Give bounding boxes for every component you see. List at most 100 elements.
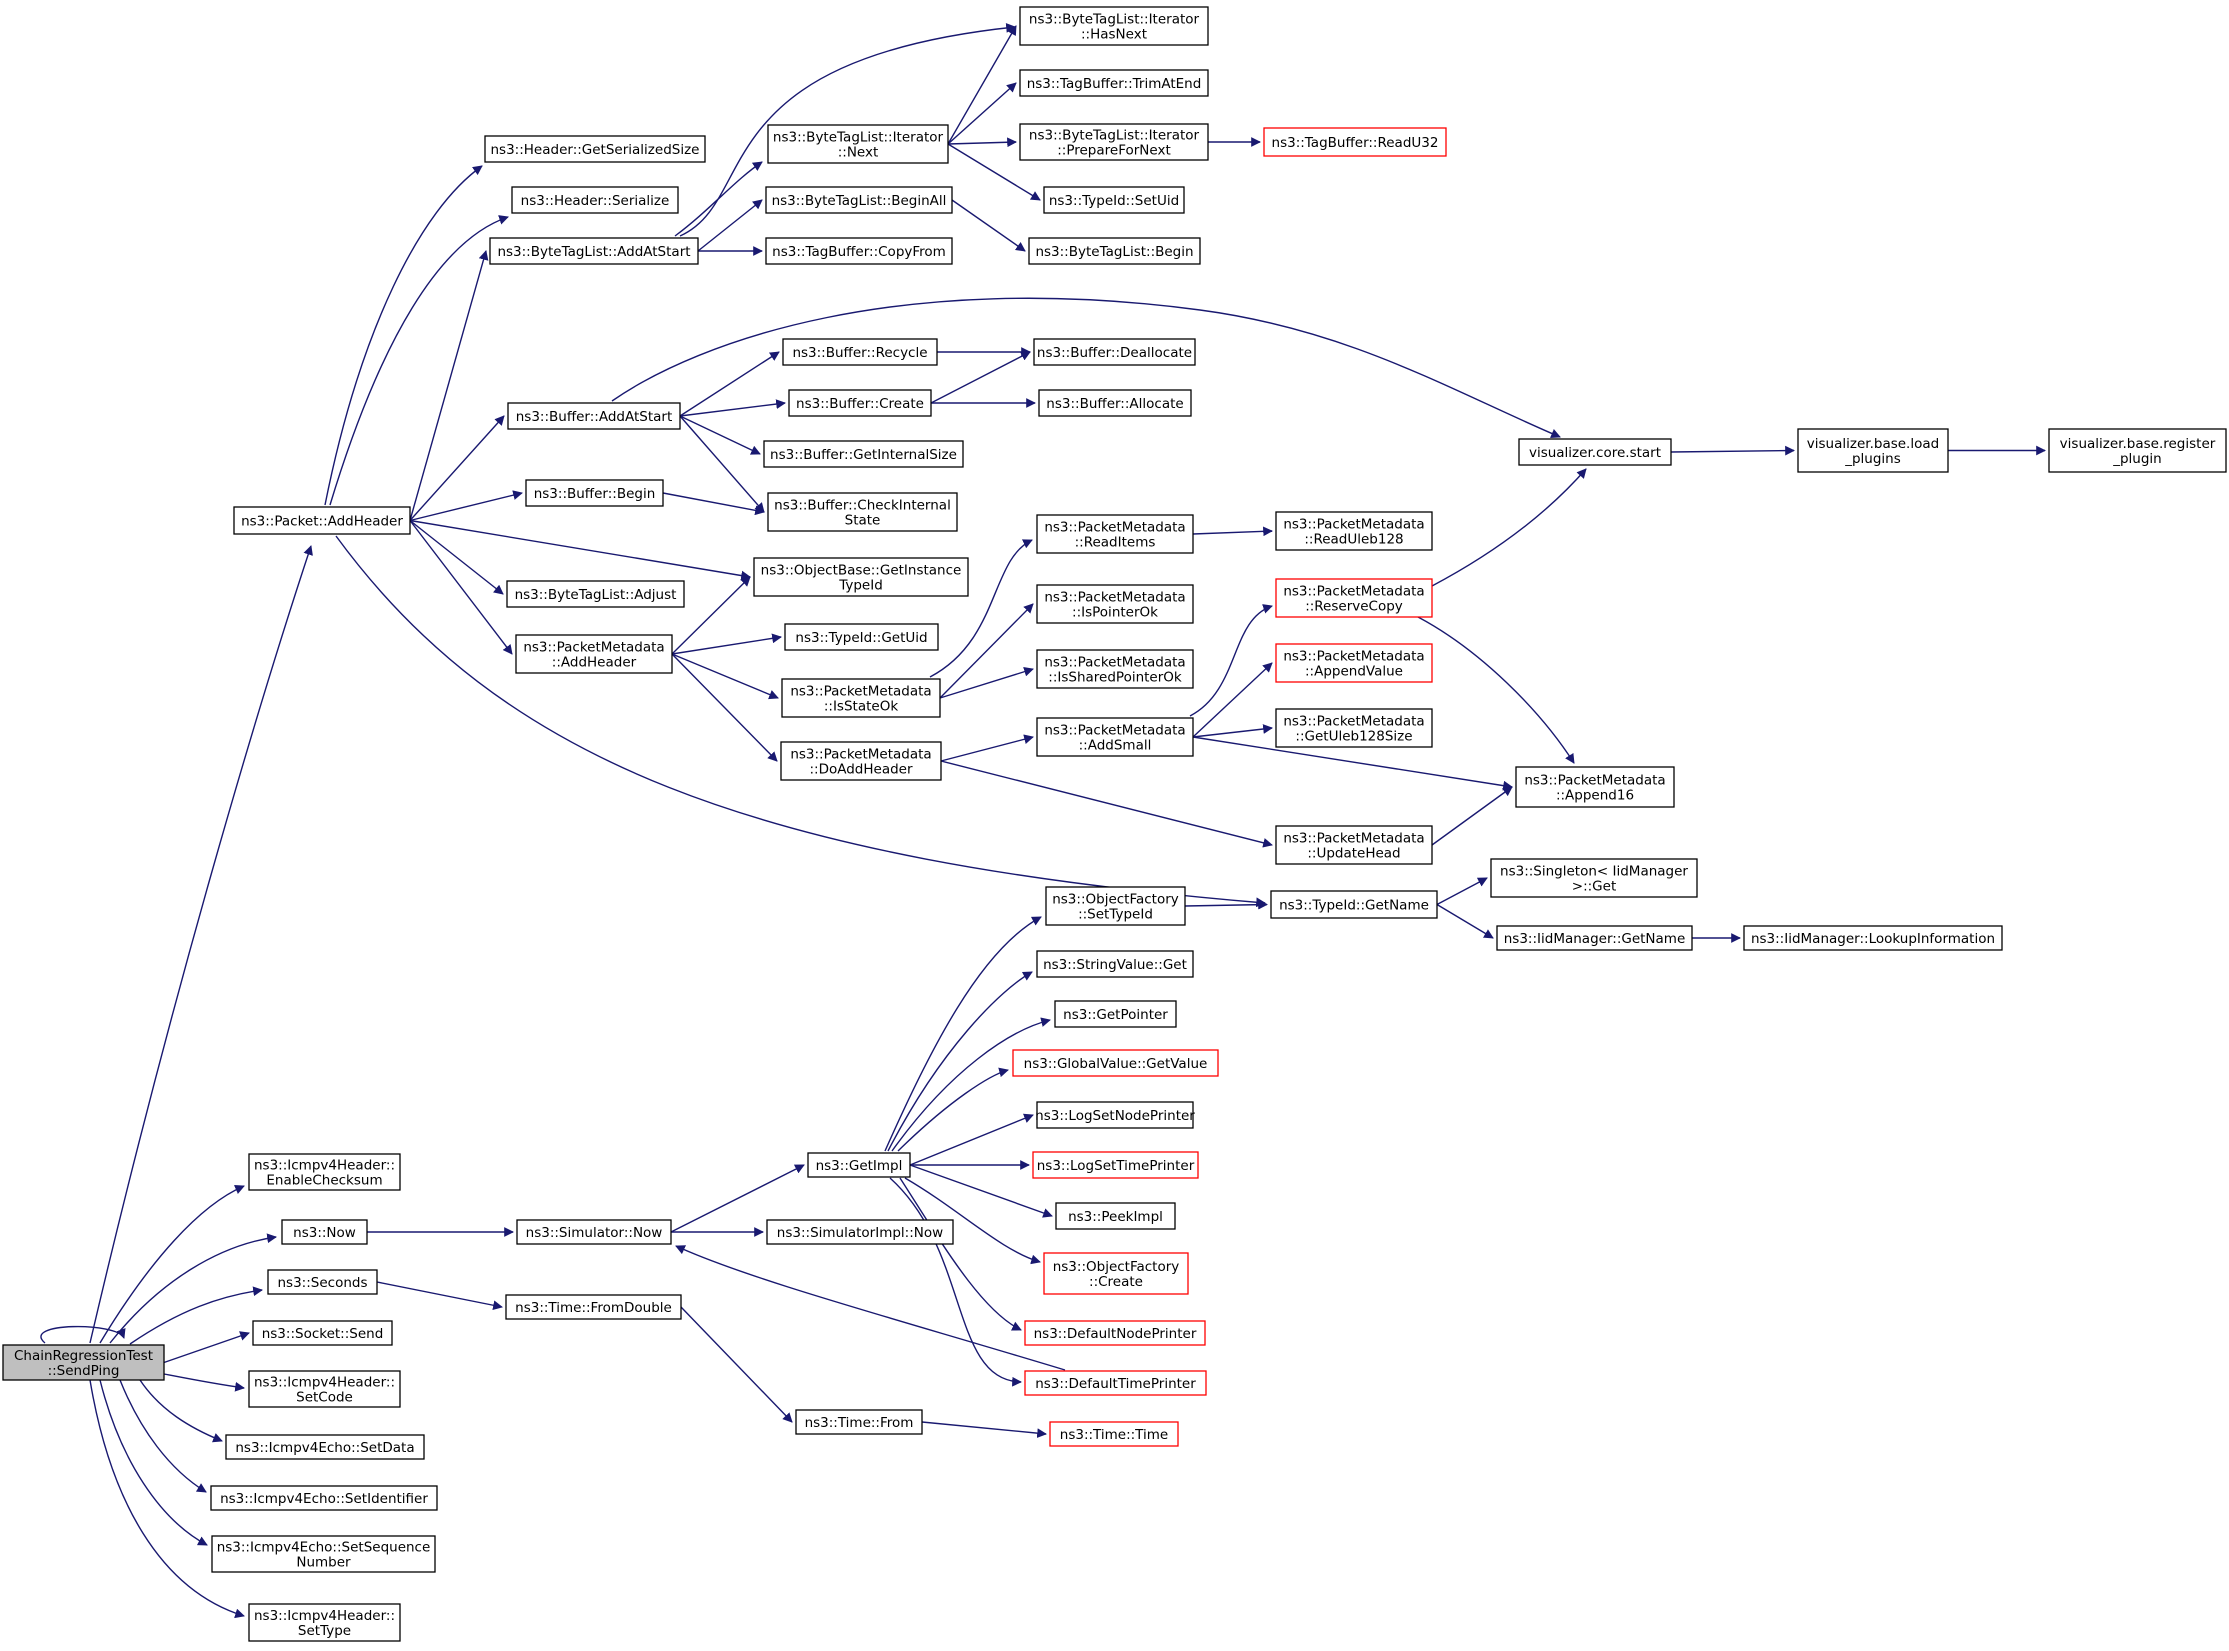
node-addHeader[interactable]: ns3::Packet::AddHeader [233, 506, 411, 535]
node-box [1019, 123, 1209, 161]
node-defaultNodePrinter[interactable]: ns3::DefaultNodePrinter [1024, 1320, 1206, 1346]
node-btlBegin[interactable]: ns3::ByteTagList::Begin [1028, 237, 1201, 265]
node-label: ns3::Time::FromDouble [515, 1300, 672, 1316]
edge-layer [40, 23, 2046, 1619]
node-socketSend[interactable]: ns3::Socket::Send [252, 1320, 393, 1346]
node-singletonGet[interactable]: ns3::Singleton< IidManager>::Get [1490, 858, 1698, 898]
node-pmIsSharedPointerOk[interactable]: ns3::PacketMetadata::IsSharedPointerOk [1036, 649, 1194, 689]
node-bufAddAtStart[interactable]: ns3::Buffer::AddAtStart [507, 402, 681, 430]
node-setIdentifier[interactable]: ns3::Icmpv4Echo::SetIdentifier [210, 1485, 438, 1511]
node-label: ns3::PacketMetadata [1524, 773, 1665, 789]
node-label: ns3::Buffer::Create [796, 396, 924, 412]
node-btlAddAtStart[interactable]: ns3::ByteTagList::AddAtStart [489, 237, 699, 265]
node-iterPrepare[interactable]: ns3::ByteTagList::Iterator::PrepareForNe… [1019, 123, 1209, 161]
node-pmAddHeader[interactable]: ns3::PacketMetadata::AddHeader [515, 634, 673, 674]
node-setCode[interactable]: ns3::Icmpv4Header::SetCode [248, 1370, 401, 1408]
node-simulatorNow[interactable]: ns3::Simulator::Now [516, 1219, 672, 1245]
node-pmAppendValue[interactable]: ns3::PacketMetadata::AppendValue [1275, 643, 1433, 683]
node-timeTime[interactable]: ns3::Time::Time [1049, 1421, 1179, 1447]
node-timeFrom[interactable]: ns3::Time::From [795, 1409, 923, 1435]
node-pmGetUleb128Size[interactable]: ns3::PacketMetadata::GetUleb128Size [1275, 708, 1433, 748]
node-root[interactable]: ChainRegressionTest::SendPing [2, 1344, 165, 1381]
node-box [506, 580, 685, 608]
node-box [248, 1153, 401, 1191]
node-label: ::AddHeader [552, 655, 637, 671]
node-btlAdjust[interactable]: ns3::ByteTagList::Adjust [506, 580, 685, 608]
node-iterNext[interactable]: ns3::ByteTagList::Iterator::Next [767, 124, 949, 164]
node-getImpl[interactable]: ns3::GetImpl [807, 1152, 911, 1178]
node-typeIdGetUid[interactable]: ns3::TypeId::GetUid [784, 623, 939, 651]
node-box [1054, 1000, 1177, 1028]
node-peekImpl[interactable]: ns3::PeekImpl [1055, 1202, 1176, 1230]
edge-getImpl-to-logSetNodePrinter [909, 1113, 1034, 1166]
node-bufAllocate[interactable]: ns3::Buffer::Allocate [1038, 389, 1192, 417]
node-bufGetInternalSize[interactable]: ns3::Buffer::GetInternalSize [763, 440, 964, 468]
node-timeFromDouble[interactable]: ns3::Time::FromDouble [505, 1294, 682, 1320]
node-pmUpdateHead[interactable]: ns3::PacketMetadata::UpdateHead [1275, 825, 1433, 865]
node-pmReadUleb128[interactable]: ns3::PacketMetadata::ReadUleb128 [1275, 511, 1433, 551]
node-typeIdGetName[interactable]: ns3::TypeId::GetName [1270, 890, 1438, 919]
node-tbTrimAtEnd[interactable]: ns3::TagBuffer::TrimAtEnd [1019, 69, 1209, 97]
node-gvGetValue[interactable]: ns3::GlobalValue::GetValue [1012, 1049, 1219, 1077]
node-now[interactable]: ns3::Now [281, 1219, 368, 1245]
node-pmReserveCopy[interactable]: ns3::PacketMetadata::ReserveCopy [1275, 578, 1433, 618]
node-typeIdSetUid[interactable]: ns3::TypeId::SetUid [1043, 186, 1185, 214]
node-iidGetName[interactable]: ns3::IidManager::GetName [1496, 925, 1693, 951]
node-headerSerialize[interactable]: ns3::Header::Serialize [511, 186, 679, 214]
node-box [281, 1219, 368, 1245]
node-label: ns3::ByteTagList::Iterator [773, 130, 944, 146]
node-vizLoadPlugins[interactable]: visualizer.base.load_plugins [1797, 428, 1949, 473]
node-stringValueGet[interactable]: ns3::StringValue::Get [1036, 950, 1194, 978]
edge-bufAddAtStart-to-bufCreate [679, 399, 786, 417]
node-logSetTimePrinter[interactable]: ns3::LogSetTimePrinter [1032, 1151, 1199, 1179]
node-pmIsPointerOk[interactable]: ns3::PacketMetadata::IsPointerOk [1036, 584, 1194, 624]
node-bufRecycle[interactable]: ns3::Buffer::Recycle [782, 338, 938, 366]
node-label: ns3::StringValue::Get [1043, 957, 1187, 973]
node-pmAddSmall[interactable]: ns3::PacketMetadata::AddSmall [1036, 717, 1194, 757]
node-defaultTimePrinter[interactable]: ns3::DefaultTimePrinter [1024, 1370, 1207, 1396]
edge-bufBegin-to-bufCheckInternal [662, 492, 765, 516]
edge-iterNext-to-iterPrepare [947, 137, 1017, 148]
node-ofCreate[interactable]: ns3::ObjectFactory::Create [1043, 1252, 1189, 1295]
node-pmReadItems[interactable]: ns3::PacketMetadata::ReadItems [1036, 514, 1194, 554]
edge-btlAddAtStart-to-iterNext [674, 161, 763, 237]
node-logSetNodePrinter[interactable]: ns3::LogSetNodePrinter [1035, 1101, 1195, 1129]
node-vizCoreStart[interactable]: visualizer.core.start [1518, 438, 1672, 466]
node-tbReadU32[interactable]: ns3::TagBuffer::ReadU32 [1263, 127, 1447, 157]
node-ofSetTypeId[interactable]: ns3::ObjectFactory::SetTypeId [1045, 886, 1186, 926]
node-box [507, 402, 681, 430]
node-bufCreate[interactable]: ns3::Buffer::Create [788, 389, 932, 417]
node-getPointer[interactable]: ns3::GetPointer [1054, 1000, 1177, 1028]
node-seconds[interactable]: ns3::Seconds [267, 1269, 378, 1295]
node-label: ns3::TypeId::GetUid [795, 630, 927, 646]
node-box [784, 623, 939, 651]
node-btlBeginAll[interactable]: ns3::ByteTagList::BeginAll [765, 186, 953, 214]
node-setType[interactable]: ns3::Icmpv4Header::SetType [248, 1603, 401, 1642]
node-iidLookup[interactable]: ns3::IidManager::LookupInformation [1743, 925, 2003, 951]
node-label: ns3::ByteTagList::Begin [1035, 244, 1193, 260]
node-label: ns3::Now [293, 1225, 356, 1241]
node-pmIsStateOk[interactable]: ns3::PacketMetadata::IsStateOk [781, 678, 941, 718]
node-getSerializedSize[interactable]: ns3::Header::GetSerializedSize [484, 135, 706, 163]
node-bufDeallocate[interactable]: ns3::Buffer::Deallocate [1033, 338, 1196, 366]
node-box [1036, 717, 1194, 757]
node-label: ns3::ObjectFactory [1052, 892, 1179, 908]
node-pmAppend16[interactable]: ns3::PacketMetadata::Append16 [1515, 766, 1675, 808]
node-vizRegisterPlugin[interactable]: visualizer.base.register_plugin [2048, 428, 2227, 473]
node-tbCopyFrom[interactable]: ns3::TagBuffer::CopyFrom [765, 237, 953, 265]
node-simImplNow[interactable]: ns3::SimulatorImpl::Now [766, 1219, 954, 1245]
node-layer: ChainRegressionTest::SendPing ns3::Packet… [2, 6, 2227, 1642]
node-box [780, 741, 942, 781]
node-label: ns3::Header::GetSerializedSize [491, 142, 700, 158]
node-label: ::IsSharedPointerOk [1048, 670, 1182, 686]
node-iterHasNext[interactable]: ns3::ByteTagList::Iterator::HasNext [1019, 6, 1209, 46]
node-label: visualizer.base.load [1807, 436, 1939, 452]
node-setData[interactable]: ns3::Icmpv4Echo::SetData [225, 1434, 425, 1460]
node-enableChecksum[interactable]: ns3::Icmpv4Header::EnableChecksum [248, 1153, 401, 1191]
node-bufBegin[interactable]: ns3::Buffer::Begin [525, 479, 664, 507]
node-label: ::SendPing [48, 1363, 120, 1379]
node-pmDoAddHeader[interactable]: ns3::PacketMetadata::DoAddHeader [780, 741, 942, 781]
